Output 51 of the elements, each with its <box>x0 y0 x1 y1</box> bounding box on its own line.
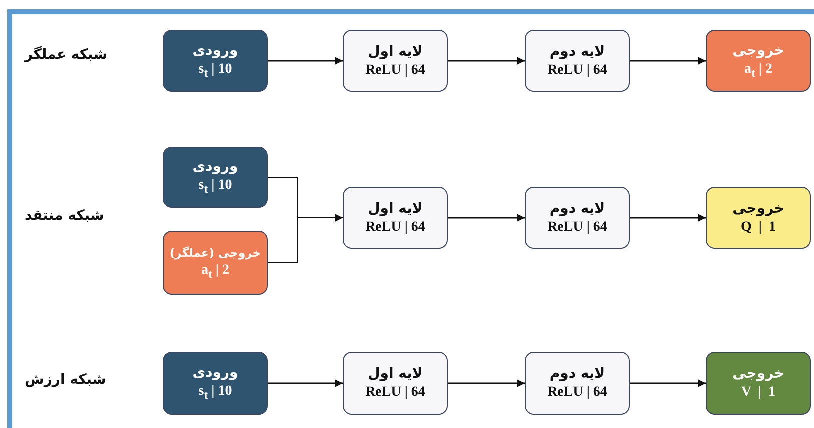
input-box <box>163 30 268 92</box>
node-title: ورودی <box>192 42 238 59</box>
node-spec: ReLU | 64 <box>366 220 426 236</box>
layer-box <box>343 187 448 249</box>
arrow <box>268 57 343 65</box>
node-title: لایه دوم <box>550 366 606 382</box>
row-label: شبکه منتقد <box>25 208 104 224</box>
layer-box <box>343 30 448 92</box>
layer-box <box>525 352 630 415</box>
node-title: لایه دوم <box>550 200 606 216</box>
output-box <box>706 187 811 249</box>
node-spec: ReLU | 64 <box>548 62 608 78</box>
layer-box <box>343 352 448 415</box>
arrow <box>448 214 525 222</box>
node-title: لایه اول <box>368 44 423 60</box>
node-title: خروجی <box>732 366 784 382</box>
arrow <box>268 214 344 264</box>
input-box <box>163 352 268 415</box>
input-box <box>163 147 268 208</box>
node-title: لایه دوم <box>550 44 606 60</box>
node-spec: s$_{t}$ | 10 <box>198 384 232 402</box>
node-spec: s$_{t}$ | 10 <box>198 178 232 196</box>
arrow <box>448 57 525 65</box>
arrow <box>268 380 343 388</box>
node-title: ورودی <box>192 159 238 176</box>
node-spec: ReLU | 64 <box>548 385 608 401</box>
row-label: شبکه عملگر <box>25 47 108 63</box>
node-spec: ReLU | 64 <box>366 62 426 78</box>
row-label: شبکه ارزش <box>25 372 106 388</box>
node-spec: V | 1 <box>742 385 776 401</box>
node-title: خروجی <box>732 42 784 59</box>
node-spec: ReLU | 64 <box>548 220 608 236</box>
node-title: لایه اول <box>368 200 423 216</box>
arrow <box>630 214 706 222</box>
output-box <box>163 231 268 295</box>
layer-box <box>525 187 630 249</box>
output-box <box>706 352 811 415</box>
node-spec: a$_{t}$ | 2 <box>202 262 230 280</box>
output-box <box>706 30 811 92</box>
arrow <box>630 380 706 388</box>
node-spec: a$_{t}$ | 2 <box>744 62 772 80</box>
node-spec: ReLU | 64 <box>366 385 426 401</box>
arrow <box>630 57 706 65</box>
node-title: خروجی <box>732 200 784 216</box>
arrow <box>448 380 525 388</box>
node-title: خروجی (عملگر) <box>170 246 262 260</box>
node-title: ورودی <box>192 365 238 382</box>
layer-box <box>525 30 630 92</box>
node-spec: Q | 1 <box>741 220 776 236</box>
node-title: لایه اول <box>368 366 423 382</box>
node-spec: s$_{t}$ | 10 <box>198 62 232 80</box>
